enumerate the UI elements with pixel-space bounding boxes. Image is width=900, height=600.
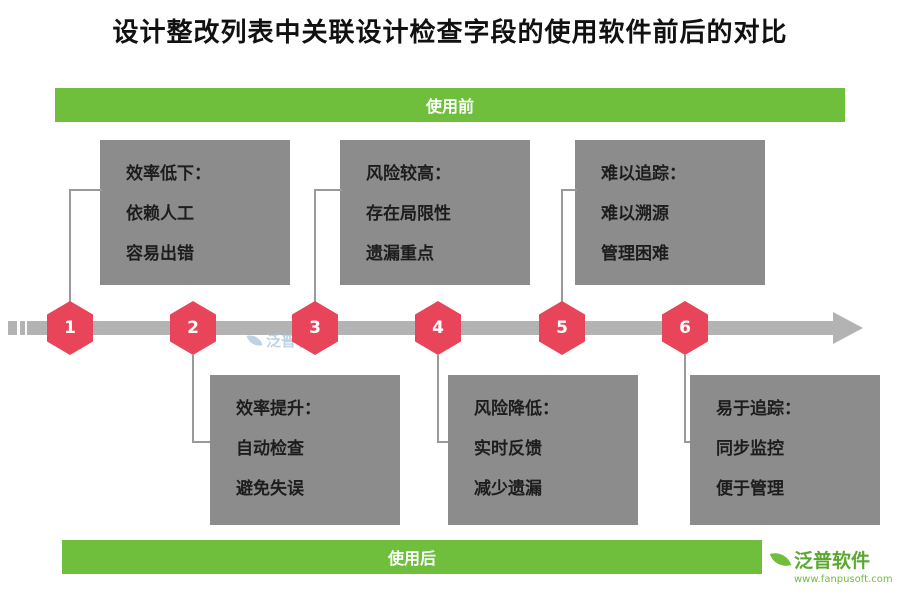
timeline-node-6: 6 xyxy=(662,301,708,355)
after-box-line: 避免失误 xyxy=(236,479,304,499)
page-title: 设计整改列表中关联设计检查字段的使用软件前后的对比 xyxy=(112,18,788,48)
brand-name: 泛普软件 xyxy=(794,550,871,572)
after-box-tracking: 易于追踪： 同步监控 便于管理 xyxy=(690,375,880,525)
after-box-heading: 风险降低： xyxy=(474,399,559,419)
timeline-node-number: 3 xyxy=(309,318,321,338)
before-box-risk: 风险较高： 存在局限性 遗漏重点 xyxy=(340,140,530,285)
timeline-start-dash xyxy=(20,321,25,335)
banner-after-label: 使用后 xyxy=(387,549,436,568)
connector-node1-box xyxy=(69,189,102,304)
after-box-line: 同步监控 xyxy=(716,439,784,459)
banner-before: 使用前 xyxy=(55,88,845,122)
after-box-line: 自动检查 xyxy=(236,439,304,459)
banner-before-label: 使用前 xyxy=(425,97,474,116)
timeline-start-dash xyxy=(8,321,17,335)
before-box-heading: 风险较高： xyxy=(366,164,451,184)
connector-node6-box xyxy=(684,355,692,443)
before-box-line: 容易出错 xyxy=(126,244,194,264)
before-box-line: 依赖人工 xyxy=(126,204,194,224)
after-box-line: 实时反馈 xyxy=(474,439,542,459)
timeline-node-3: 3 xyxy=(292,301,338,355)
timeline-node-1: 1 xyxy=(47,301,93,355)
before-box-efficiency: 效率低下： 依赖人工 容易出错 xyxy=(100,140,290,285)
timeline-node-number: 1 xyxy=(64,318,76,338)
connector-node4-box xyxy=(437,355,450,443)
timeline-node-4: 4 xyxy=(415,301,461,355)
timeline-node-number: 4 xyxy=(432,318,444,338)
before-box-heading: 难以追踪： xyxy=(601,164,686,184)
after-box-heading: 易于追踪： xyxy=(716,399,801,419)
connector-node3-box xyxy=(314,189,342,304)
timeline-node-number: 6 xyxy=(679,318,691,338)
before-box-line: 遗漏重点 xyxy=(366,244,434,264)
timeline-node-number: 5 xyxy=(556,318,568,338)
brand-logo: 泛普软件 www.fanpusoft.com xyxy=(769,546,893,585)
banner-after: 使用后 xyxy=(62,540,762,574)
before-box-line: 存在局限性 xyxy=(366,204,451,224)
after-box-efficiency: 效率提升： 自动检查 避免失误 xyxy=(210,375,400,525)
connector-node2-box xyxy=(192,355,212,443)
before-box-tracking: 难以追踪： 难以溯源 管理困难 xyxy=(575,140,765,285)
timeline-node-2: 2 xyxy=(170,301,216,355)
brand-url: www.fanpusoft.com xyxy=(794,574,893,585)
after-box-line: 减少遗漏 xyxy=(474,479,542,499)
leaf-icon xyxy=(769,548,792,571)
after-box-risk: 风险降低： 实时反馈 减少遗漏 xyxy=(448,375,638,525)
timeline-arrow-icon xyxy=(833,312,863,344)
before-box-heading: 效率低下： xyxy=(126,164,211,184)
before-box-line: 管理困难 xyxy=(601,244,669,264)
before-box-line: 难以溯源 xyxy=(601,204,669,224)
timeline-node-5: 5 xyxy=(539,301,585,355)
after-box-heading: 效率提升： xyxy=(236,399,321,419)
timeline-node-number: 2 xyxy=(187,318,199,338)
after-box-line: 便于管理 xyxy=(716,479,784,499)
connector-node5-box xyxy=(561,189,577,304)
